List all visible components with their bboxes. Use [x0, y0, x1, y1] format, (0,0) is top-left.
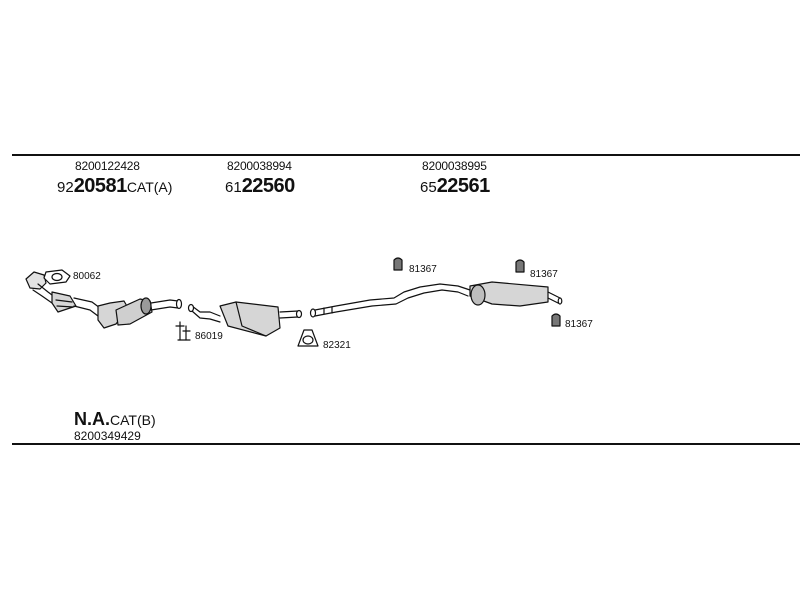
callout-bolt-kit: 86019	[195, 331, 223, 342]
part-code-main: 22560	[241, 175, 296, 197]
oem-number: 8200038995	[422, 159, 487, 173]
callout-rubber-mount-2: 81367	[530, 269, 558, 280]
na-suffix: CAT(B)	[110, 412, 156, 428]
clamp-part	[297, 329, 319, 347]
part-code: 6122560	[225, 176, 295, 196]
front-downpipe	[25, 271, 101, 317]
na-oem-number: 8200349429	[74, 429, 141, 443]
part-group-na-catalyst: N.A.CAT(B) 8200349429	[74, 410, 156, 442]
part-code: 6522561	[420, 176, 490, 196]
gasket-part	[43, 269, 71, 285]
oem-number: 8200038994	[227, 159, 292, 173]
na-code-line: N.A.CAT(B)	[74, 409, 156, 429]
top-separator-line	[12, 154, 800, 156]
callout-clamp: 82321	[323, 340, 351, 351]
rear-silencer	[469, 281, 563, 307]
part-code-prefix: 61	[225, 179, 242, 196]
bottom-separator-line	[12, 443, 800, 445]
callout-gasket: 80062	[73, 271, 101, 282]
oem-number: 8200122428	[75, 159, 140, 173]
intermediate-pipe	[309, 283, 471, 318]
callout-rubber-mount-3: 81367	[565, 319, 593, 330]
part-code-suffix: CAT(A)	[126, 179, 173, 195]
part-code-main: 22561	[436, 175, 491, 197]
part-code-prefix: 92	[57, 179, 74, 196]
middle-silencer	[187, 301, 303, 337]
part-group-middle-silencer: 8200038994 6122560	[225, 159, 295, 196]
bolt-kit-part	[175, 321, 191, 341]
part-group-rear-silencer: 8200038995 6522561	[420, 159, 490, 196]
part-group-catalytic-converter: 8200122428 9220581CAT(A)	[57, 159, 172, 196]
callout-rubber-mount-1: 81367	[409, 264, 437, 275]
part-code-main: 20581	[73, 175, 128, 197]
part-code: 9220581CAT(A)	[57, 176, 172, 196]
rubber-mount-part	[515, 259, 525, 273]
rubber-mount-part	[393, 257, 403, 271]
na-code: N.A.	[74, 409, 110, 429]
part-code-prefix: 65	[420, 179, 437, 196]
rubber-mount-part	[551, 313, 561, 327]
catalytic-converter	[97, 297, 183, 329]
